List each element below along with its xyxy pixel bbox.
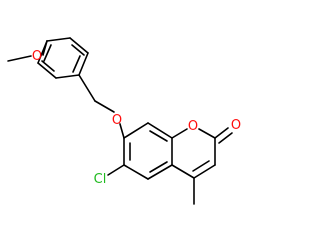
bond-ring1-d [55,74,80,79]
bond-aryl-CH2 [78,74,96,102]
bond-ring1-a [46,37,71,42]
bond-c6-Cl [107,164,125,176]
bond-ring1-f-inner [43,44,52,62]
bond-ring1-e-inner [41,60,55,72]
bond-c3-c4-inner [192,160,210,172]
carbonyl-oxygen-label: O [231,118,241,133]
bond-ring1-b [69,37,89,54]
bond-c7-c8 [123,122,149,139]
chlorine-label: Cl [94,172,107,187]
bond-O1-C2 [198,128,216,139]
bond-c4a-c5-inner [149,161,168,173]
bond-methyl-O [7,55,32,62]
molecule-svg: O O O O Cl [7,37,241,205]
bond-ring1-f [37,40,48,64]
bond-ring1-c [78,52,89,76]
ring-oxygen-label: O [188,119,198,134]
bond-c5-c6 [123,164,149,180]
bond-c8-c8a-inner [149,130,168,142]
bond-ring1-c-inner [72,55,81,73]
ether-oxygen-label: O [112,113,122,128]
bond-CH2-O [94,100,115,113]
bond-c8-c8a [147,122,173,139]
bond-c4a-c5 [147,164,173,180]
bond-c2-O-b [218,132,233,144]
bond-c2-O-a [214,127,229,139]
bond-ring1-b-inner [71,44,85,56]
methoxy-oxygen-label: O [32,49,42,64]
bond-O-C7 [119,123,125,139]
bond-lines [7,37,233,205]
bond-c3-c4 [193,164,216,179]
bond-c8a-O1 [171,128,188,139]
bond-c4-c4a [171,164,195,179]
bond-ring1-e [37,62,57,79]
structure-drawing: O O O O Cl [7,37,241,205]
atom-labels: O O O O Cl [32,49,241,187]
